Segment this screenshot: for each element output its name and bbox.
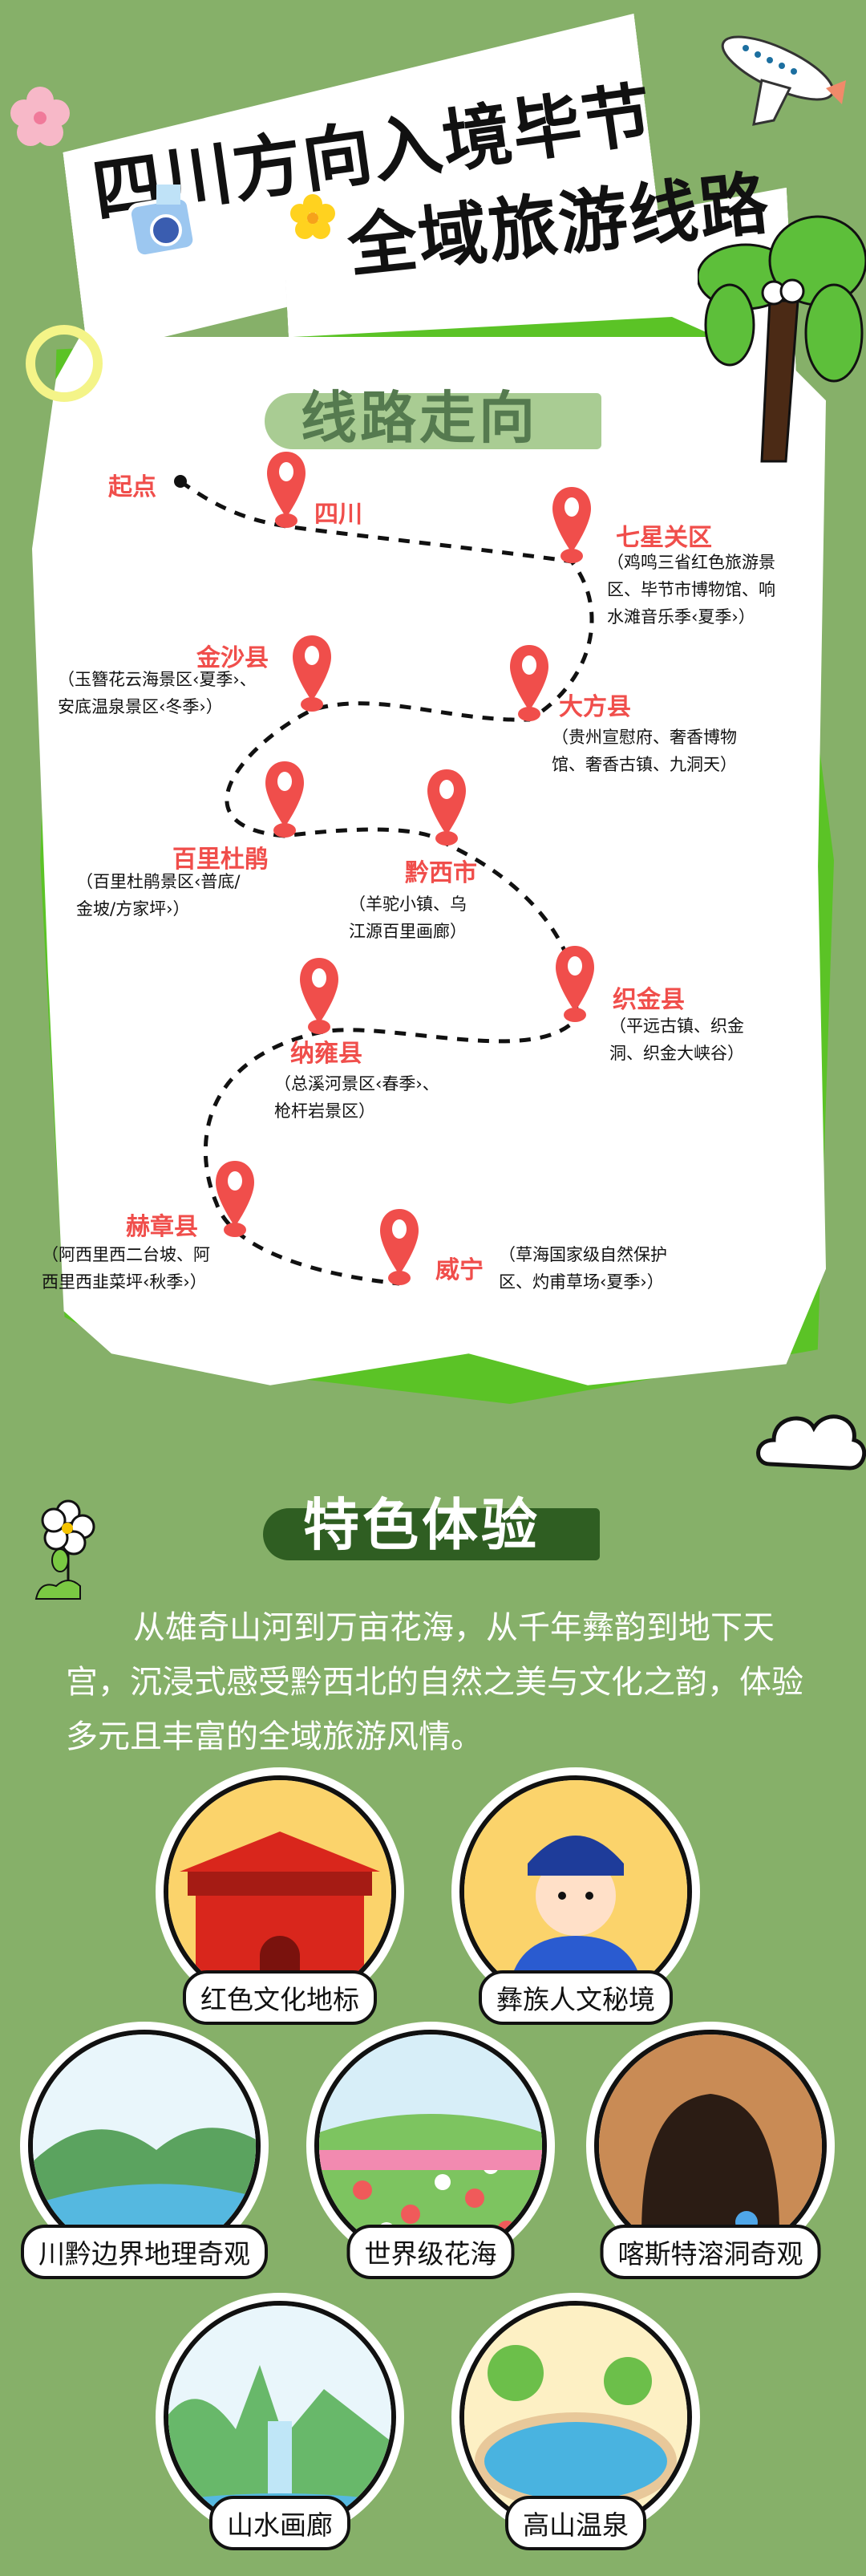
location-pin-icon	[508, 643, 550, 724]
desc-line: 馆、奢香古镇、九洞天）	[552, 755, 737, 774]
node-label: 织金县	[613, 986, 685, 1014]
feature-label: 世界级花海	[346, 2225, 515, 2279]
node-label: 威宁	[435, 1256, 484, 1284]
desc-line: （总溪河景区‹春季›、	[274, 1074, 439, 1093]
location-pin-icon	[554, 944, 596, 1024]
hot-spring-icon	[459, 2301, 692, 2533]
desc-line: 水滩音乐季‹夏季›）	[607, 607, 755, 627]
heading-swoosh	[263, 1508, 600, 1560]
features-heading: 特色体验	[303, 1492, 540, 1558]
node-label: 纳雍县	[290, 1040, 362, 1068]
camera-icon	[127, 185, 197, 259]
feature-label: 川黔边界地理奇观	[21, 2225, 268, 2279]
location-pin-icon	[426, 768, 467, 848]
desc-line: （羊驼小镇、乌	[349, 895, 467, 914]
node-label: 四川	[314, 501, 362, 529]
flower-field-icon	[314, 2030, 547, 2262]
waterfall-icon	[164, 2301, 396, 2533]
route-heading: 线路走向	[301, 385, 538, 451]
feature-label: 高山温泉	[505, 2496, 646, 2550]
palm-tree-icon	[698, 215, 866, 463]
desc-line: （阿西里西二台坡、阿	[42, 1245, 210, 1264]
node-label: 金沙县	[196, 644, 269, 672]
start-dot	[174, 475, 187, 488]
feature-label: 红色文化地标	[183, 1970, 377, 2025]
node-label: 大方县	[559, 693, 631, 721]
desc-line: 枪杆岩景区）	[274, 1101, 375, 1121]
location-pin-icon	[291, 634, 333, 714]
feature-label: 山水画廊	[209, 2496, 350, 2550]
desc-line: （平远古镇、织金	[609, 1016, 744, 1036]
node-desc: （总溪河景区‹春季›、枪杆岩景区）	[274, 1070, 439, 1125]
node-label: 赫章县	[126, 1213, 198, 1241]
desc-line: （草海国家级自然保护	[499, 1245, 667, 1264]
node-desc: （平远古镇、织金洞、织金大峡谷）	[609, 1012, 744, 1067]
node-desc: （阿西里西二台坡、阿西里西韭菜坪‹秋季›）	[42, 1241, 210, 1296]
yi-girl-icon	[459, 1775, 692, 2008]
desc-line: （贵州宣慰府、奢香博物	[552, 728, 737, 747]
desc-line: （鸡鸣三省红色旅游景	[607, 553, 775, 572]
heading-swoosh	[265, 393, 601, 449]
node-desc: （贵州宣慰府、奢香博物馆、奢香古镇、九洞天）	[552, 724, 737, 778]
node-desc: （草海国家级自然保护区、灼甫草场‹夏季›）	[499, 1241, 667, 1296]
node-desc: （羊驼小镇、乌江源百里画廊）	[349, 890, 467, 945]
desc-line: 安底温泉景区‹冬季›）	[58, 697, 223, 716]
cave-icon	[594, 2030, 827, 2262]
features-intro: 从雄奇山河到万亩花海，从千年彝韵到地下天宫，沉浸式感受黔西北的自然之美与文化之韵…	[66, 1609, 803, 1755]
node-desc: （玉簪花云海景区‹夏季›、安底温泉景区‹冬季›）	[58, 666, 257, 720]
feature-label: 喀斯特溶洞奇观	[600, 2225, 821, 2279]
route-card	[32, 337, 826, 1385]
location-pin-icon	[265, 450, 307, 530]
location-pin-icon	[378, 1207, 420, 1288]
location-pin-icon	[214, 1159, 256, 1239]
desc-line: 西里西韭菜坪‹秋季›）	[42, 1272, 207, 1292]
pink-flower-icon	[10, 87, 70, 146]
red-gate-icon	[164, 1775, 396, 2008]
yellow-ring-icon	[26, 325, 103, 402]
start-label: 起点	[108, 473, 156, 501]
node-label: 黔西市	[405, 859, 477, 887]
location-pin-icon	[264, 760, 306, 840]
desc-line: （玉簪花云海景区‹夏季›、	[58, 670, 257, 689]
yellow-flower-icon	[290, 194, 335, 239]
node-label: 七星关区	[616, 524, 712, 552]
desc-line: （百里杜鹃景区‹普底/	[76, 872, 241, 891]
daisy-icon	[34, 1499, 95, 1600]
desc-line: 洞、织金大峡谷）	[609, 1044, 744, 1063]
desc-line: 区、灼甫草场‹夏季›）	[499, 1272, 664, 1292]
node-desc: （百里杜鹃景区‹普底/金坡/方家坪›）	[76, 868, 240, 923]
desc-line: 金坡/方家坪›）	[76, 899, 190, 919]
node-desc: （鸡鸣三省红色旅游景区、毕节市博物馆、响水滩音乐季‹夏季›）	[607, 549, 775, 631]
location-pin-icon	[298, 956, 340, 1036]
airplane-icon	[721, 35, 846, 126]
desc-line: 区、毕节市博物馆、响	[607, 580, 775, 599]
feature-label: 彝族人文秘境	[479, 1970, 673, 2025]
route-path	[174, 475, 594, 1286]
location-pin-icon	[551, 485, 593, 566]
desc-line: 江源百里画廊）	[349, 922, 467, 941]
node-label: 百里杜鹃	[172, 846, 269, 874]
cloud-icon	[756, 1414, 866, 1471]
